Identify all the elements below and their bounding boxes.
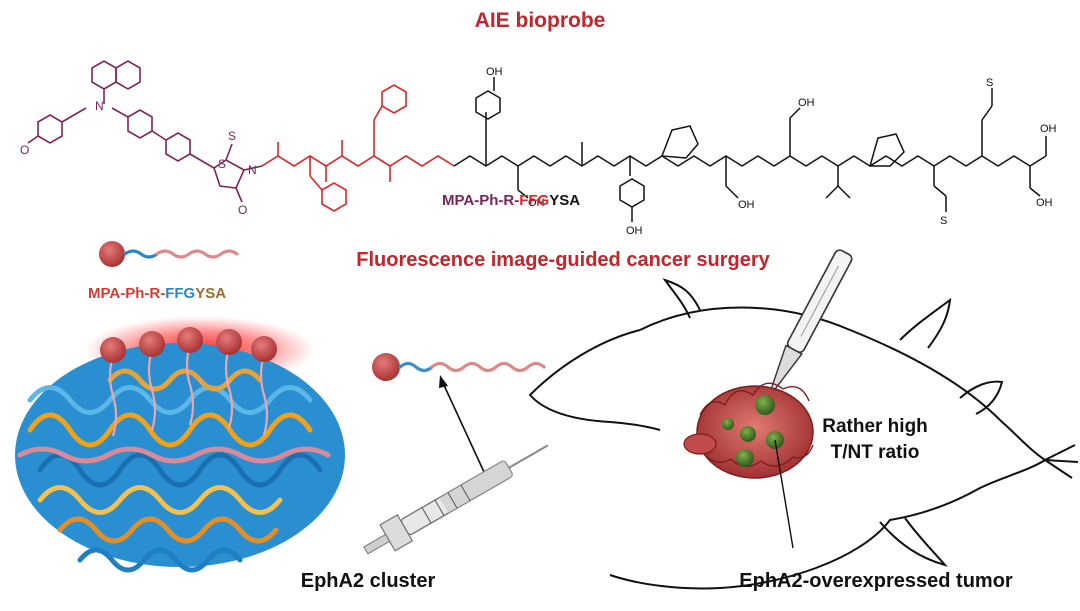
probe-tail: [123, 249, 159, 259]
probe-ball: [99, 241, 125, 267]
atom-n-mpa: N: [95, 99, 104, 113]
atom-n-ring: N: [248, 163, 257, 177]
atom-s-met2: S: [986, 77, 993, 89]
atom-oh-tyr2: OH: [626, 225, 643, 237]
molecule-label-mpa: MPA-Ph-R-: [442, 192, 519, 209]
molecule-label: MPA-Ph-R-FFGYSA: [442, 192, 580, 209]
injected-probe-ball: [372, 353, 400, 381]
tumor-nodule-5: [722, 418, 734, 430]
mouse-leg-bottom: [879, 517, 948, 567]
atom-o-ring: O: [238, 203, 247, 217]
atom-s-met1: S: [940, 215, 947, 227]
atom-oh-ser2: OH: [798, 97, 815, 109]
mouse-illustration: [528, 278, 1079, 590]
atom-oh-ser1: OH: [528, 197, 545, 209]
tumor-mass: [683, 382, 814, 479]
molecule-structure: N O S S N O: [20, 60, 1057, 237]
mouse-body: [609, 306, 1047, 590]
epha2-cluster: [15, 316, 345, 573]
cluster-ball-4: [216, 329, 242, 355]
tumor-loops: [699, 382, 814, 468]
injected-probe-tail-1: [398, 361, 434, 373]
atom-oh-acid: OH: [1040, 123, 1057, 135]
atom-oh-tyr1: OH: [486, 66, 503, 78]
cluster-balls: [100, 327, 277, 363]
injected-probe: [372, 353, 546, 381]
tumor-nodule-1: [755, 395, 775, 415]
atom-s-thione: S: [228, 129, 236, 143]
tumor-pointer: [774, 439, 794, 549]
ffg-fragment: [261, 84, 455, 212]
atom-s-ring: S: [218, 157, 226, 171]
cluster-label: EphA2 cluster: [301, 570, 436, 592]
probe-icon: [99, 241, 239, 267]
mpa-fragment: [27, 60, 263, 203]
mouse-ear: [959, 380, 1004, 415]
mouse-tail: [528, 329, 661, 431]
mouse-leg-back: [899, 297, 952, 349]
tumor-label: EphA2-overexpressed tumor: [739, 570, 1013, 592]
arrow-up: [439, 375, 485, 473]
ratio-label-line1: Rather high: [822, 416, 928, 437]
probe-label-ysa: YSA: [195, 285, 226, 302]
tumor-nodule-2: [740, 426, 756, 442]
syringe-icon: [363, 444, 549, 555]
atom-o-methoxy: O: [20, 143, 29, 157]
probe-label-ffg: FFG: [165, 285, 195, 302]
cluster-ball-5: [251, 336, 277, 362]
subtitle: Fluorescence image-guided cancer surgery: [356, 249, 770, 271]
mouse-whiskers: [1044, 444, 1079, 479]
cluster-probes: [108, 344, 269, 437]
ratio-label-line2: T/NT ratio: [831, 442, 920, 463]
molecule-label-ysa: YSA: [549, 192, 580, 209]
probe-tail-2: [155, 249, 239, 259]
atom-oh-asp: OH: [738, 199, 755, 211]
probe-label: MPA-Ph-R-FFGYSA: [88, 285, 226, 302]
tumor-tail-left: [683, 433, 717, 455]
cluster-ball-1: [100, 337, 126, 363]
figure-title: AIE bioprobe: [475, 9, 606, 32]
molecule-label-ffg: FFG: [519, 192, 549, 209]
probe-label-mpa: MPA-Ph-R-: [88, 285, 165, 302]
mouse-leg-top: [662, 278, 701, 319]
tumor-nodule-4: [736, 449, 754, 467]
ysa-fragment: [453, 77, 1047, 222]
injected-probe-tail-2: [430, 361, 546, 373]
cluster-ball-2: [139, 331, 165, 357]
cluster-ball-3: [177, 327, 203, 353]
atom-oh-cterm: OH: [1036, 197, 1053, 209]
